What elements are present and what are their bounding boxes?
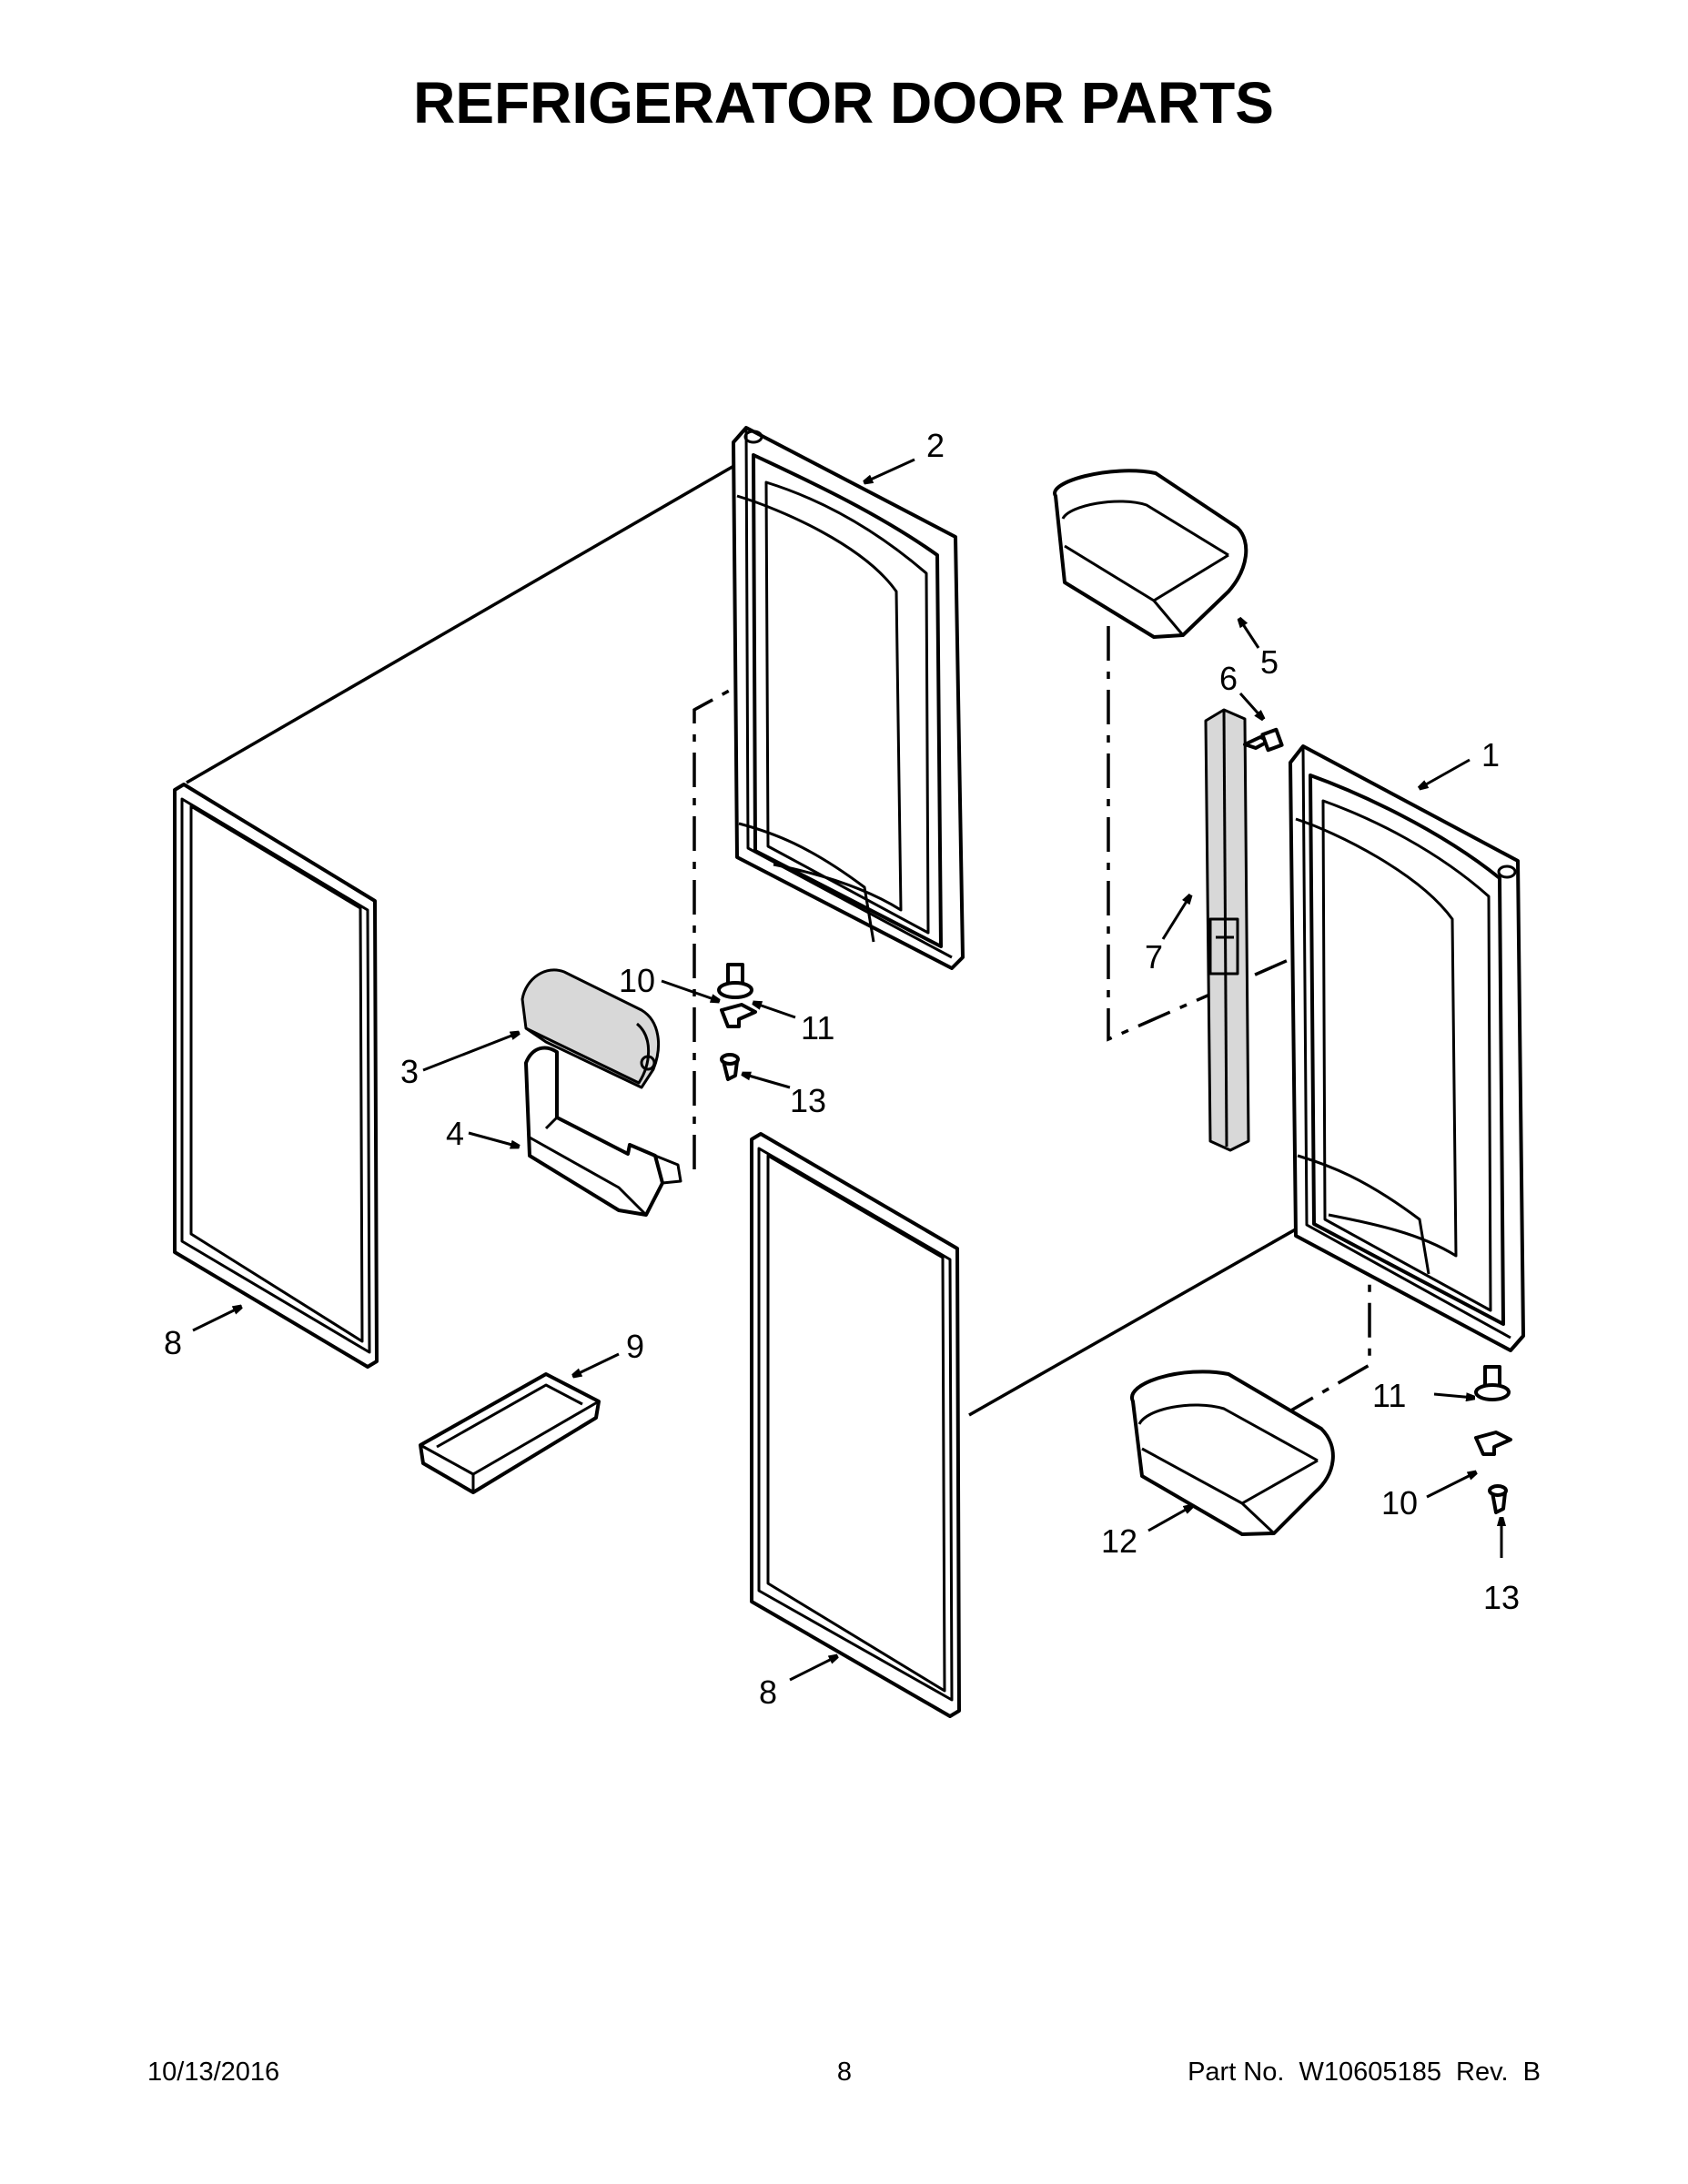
center-door-gasket (750, 1132, 961, 1718)
callout-10-right: 10 (1381, 1484, 1418, 1522)
page-title: REFRIGERATOR DOOR PARTS (413, 70, 1274, 136)
hinge-bar (1204, 708, 1250, 1152)
upper-door-bin (1053, 469, 1248, 639)
callout-13-left: 13 (790, 1082, 826, 1119)
right-door-liner (1289, 744, 1525, 1352)
left-door-liner (732, 426, 965, 970)
callout-4: 4 (446, 1115, 464, 1152)
page-footer: 10/13/2016 8 Part No. W10605185 Rev. B (147, 2058, 1541, 2087)
callout-5: 5 (1260, 643, 1279, 681)
footer-page-number: 8 (837, 2058, 852, 2087)
callout-11-left: 11 (801, 1009, 834, 1046)
callout-6: 6 (1219, 660, 1238, 697)
callout-8-center: 8 (759, 1673, 777, 1711)
callout-13-right: 13 (1483, 1579, 1520, 1616)
leader-arrows (192, 458, 1501, 1682)
right-hinge-hardware (1474, 1365, 1512, 1514)
callout-3: 3 (400, 1053, 419, 1090)
dispenser-cover (521, 968, 661, 1089)
footer-date: 10/13/2016 (147, 2058, 279, 2087)
left-hinge-hardware (717, 963, 757, 1081)
lower-door-bin (1130, 1370, 1335, 1536)
callout-2: 2 (926, 427, 945, 464)
footer-part-number: Part No. W10605185 Rev. B (1188, 2058, 1541, 2087)
callout-7: 7 (1145, 938, 1163, 976)
screw-6 (1243, 727, 1284, 753)
callout-10-left: 10 (619, 962, 655, 999)
callout-8-left: 8 (164, 1324, 182, 1361)
callout-9: 9 (626, 1328, 644, 1365)
callout-1: 1 (1481, 736, 1500, 774)
callout-11-right: 11 (1372, 1377, 1406, 1414)
dispenser-bracket (524, 1046, 682, 1217)
callout-labels: 2 1 3 4 5 6 7 8 8 9 10 11 13 11 10 12 13 (164, 427, 1520, 1711)
left-door-gasket (173, 783, 379, 1369)
callout-12: 12 (1101, 1522, 1137, 1560)
small-tray (419, 1372, 601, 1494)
